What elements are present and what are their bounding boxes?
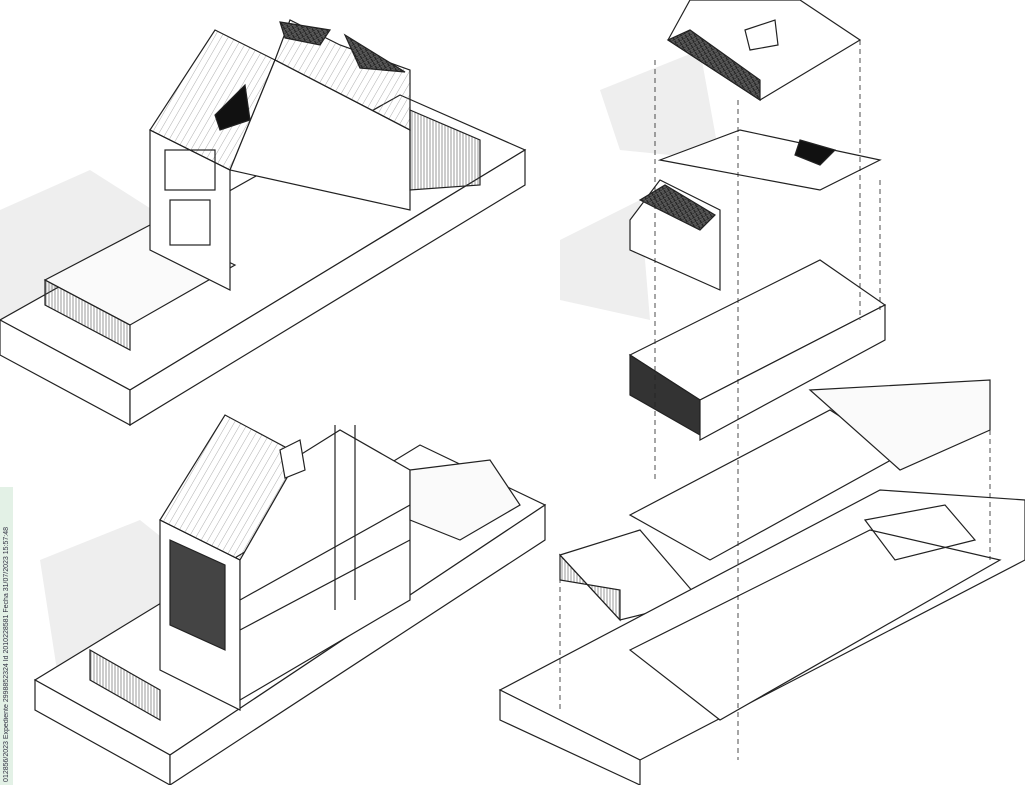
view-exploded-axonometric <box>498 0 1025 785</box>
view-section-house <box>33 414 547 785</box>
document-stamp: 012856/2023 Expediente 2998852324 Id 201… <box>0 487 13 785</box>
view-exterior-house <box>0 19 527 427</box>
stamp-text: 012856/2023 Expediente 2998852324 Id 201… <box>3 527 10 782</box>
